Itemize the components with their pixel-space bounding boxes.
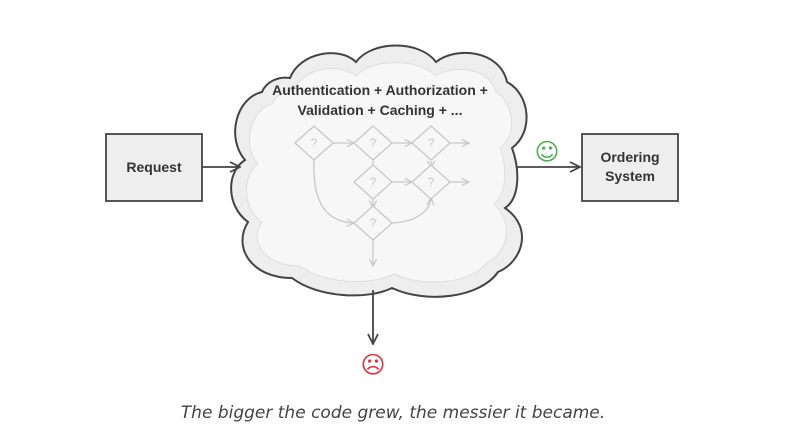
- main-arrows: [202, 167, 580, 344]
- decision-diamond: [411, 164, 451, 200]
- ordering-system-box: Ordering System: [581, 133, 679, 202]
- decision-mark: ?: [370, 136, 377, 150]
- decision-mark: ?: [311, 136, 318, 150]
- decision-mark: ?: [428, 175, 435, 189]
- decision-diamond: [294, 125, 334, 161]
- decision-mark: ?: [370, 216, 377, 230]
- smile-icon: ☺: [534, 138, 559, 166]
- decision-diamond: [353, 125, 393, 161]
- ordering-box-frame: [581, 133, 679, 202]
- ordering-label-line-2: System: [605, 168, 655, 184]
- decision-mark: ?: [428, 136, 435, 150]
- ordering-label-line-1: Ordering: [600, 149, 659, 165]
- frown-icon: ☹: [360, 351, 385, 379]
- cloud-title-line-1: Authentication + Authorization +: [272, 82, 488, 98]
- decision-diamond: [353, 205, 393, 241]
- caption: The bigger the code grew, the messier it…: [181, 403, 605, 423]
- decision-mark: ?: [370, 175, 377, 189]
- request-label: Request: [126, 159, 182, 175]
- decision-diamonds: [294, 125, 451, 241]
- cloud-title-line-2: Validation + Caching + ...: [298, 102, 463, 118]
- flow-line: [390, 198, 431, 224]
- decision-diamond: [353, 164, 393, 200]
- flow-line: [313, 159, 354, 223]
- decision-diamond: [411, 125, 451, 161]
- request-box-frame: [105, 133, 203, 202]
- request-box: Request: [105, 133, 203, 202]
- decision-marks: ? ? ? ? ? ?: [311, 136, 435, 230]
